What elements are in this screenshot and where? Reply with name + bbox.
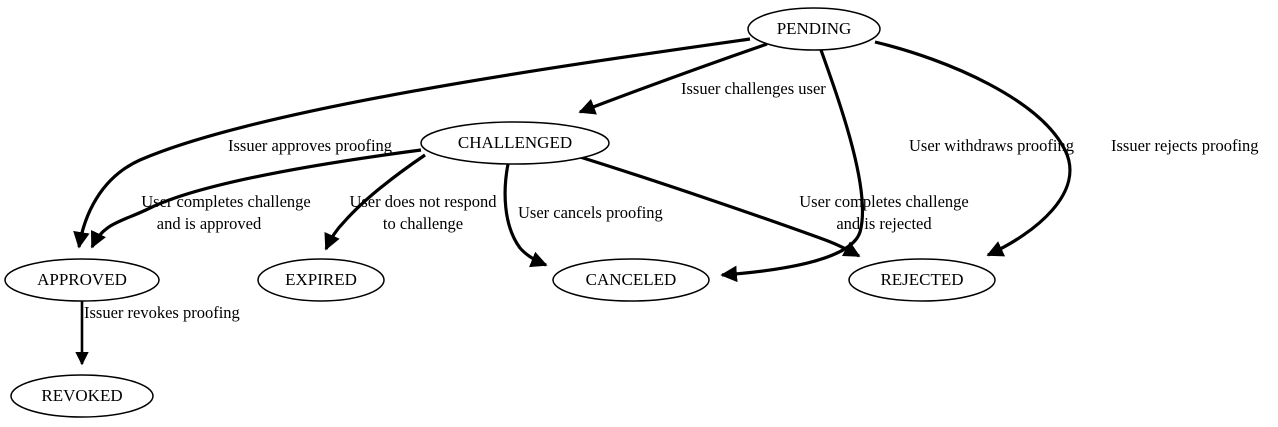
- edge-challenged-to-expired: [324, 153, 426, 251]
- edge-label-issuer-approves-proofing: Issuer approves proofing: [228, 136, 392, 155]
- node-expired[interactable]: EXPIRED: [257, 258, 385, 302]
- edge-challenged-to-approved: [90, 148, 422, 249]
- node-revoked[interactable]: REVOKED: [10, 374, 154, 418]
- edge-pending-to-rejected: [874, 40, 1072, 257]
- edge-challenged-to-canceled: [503, 163, 548, 268]
- node-revoked-label: REVOKED: [41, 386, 122, 405]
- node-pending-ellipse[interactable]: [747, 7, 881, 51]
- node-expired-label: EXPIRED: [285, 270, 357, 289]
- node-challenged-label: CHALLENGED: [458, 133, 572, 152]
- node-rejected[interactable]: REJECTED: [848, 258, 996, 302]
- node-canceled-label: CANCELED: [586, 270, 677, 289]
- edge-label-user-completes-rejected-line2: and is rejected: [836, 214, 932, 233]
- node-challenged-ellipse[interactable]: [420, 121, 610, 165]
- edge-label-issuer-challenges-user: Issuer challenges user: [681, 79, 826, 98]
- edge-pending-to-canceled: [720, 49, 865, 283]
- node-rejected-ellipse[interactable]: [848, 258, 996, 302]
- edge-pending-to-challenged: [578, 42, 768, 115]
- node-approved[interactable]: APPROVED: [4, 258, 160, 302]
- edge-label-user-does-not-respond-line2: to challenge: [383, 214, 463, 233]
- node-approved-ellipse[interactable]: [4, 258, 160, 302]
- edge-label-issuer-revokes-proofing: Issuer revokes proofing: [84, 303, 240, 322]
- edge-label-user-withdraws-proofing: User withdraws proofing: [909, 136, 1074, 155]
- edge-label-user-completes-rejected-line1: User completes challenge: [799, 192, 969, 211]
- node-approved-label: APPROVED: [37, 270, 127, 289]
- edge-pending-to-approved: [73, 37, 751, 249]
- node-revoked-ellipse[interactable]: [10, 374, 154, 418]
- node-canceled[interactable]: CANCELED: [552, 258, 710, 302]
- edge-label-user-cancels-proofing: User cancels proofing: [518, 203, 663, 222]
- node-pending[interactable]: PENDING: [747, 7, 881, 51]
- node-rejected-label: REJECTED: [880, 270, 963, 289]
- edge-label-user-completes-approved-line2: and is approved: [157, 214, 262, 233]
- edge-label-issuer-rejects-proofing: Issuer rejects proofing: [1111, 136, 1259, 155]
- node-canceled-ellipse[interactable]: [552, 258, 710, 302]
- edge-challenged-to-rejected: [579, 155, 861, 258]
- edge-label-user-does-not-respond-line1: User does not respond: [349, 192, 497, 211]
- node-challenged[interactable]: CHALLENGED: [420, 121, 610, 165]
- edge-label-user-completes-approved-line1: User completes challenge: [141, 192, 311, 211]
- node-expired-ellipse[interactable]: [257, 258, 385, 302]
- node-pending-label: PENDING: [777, 19, 852, 38]
